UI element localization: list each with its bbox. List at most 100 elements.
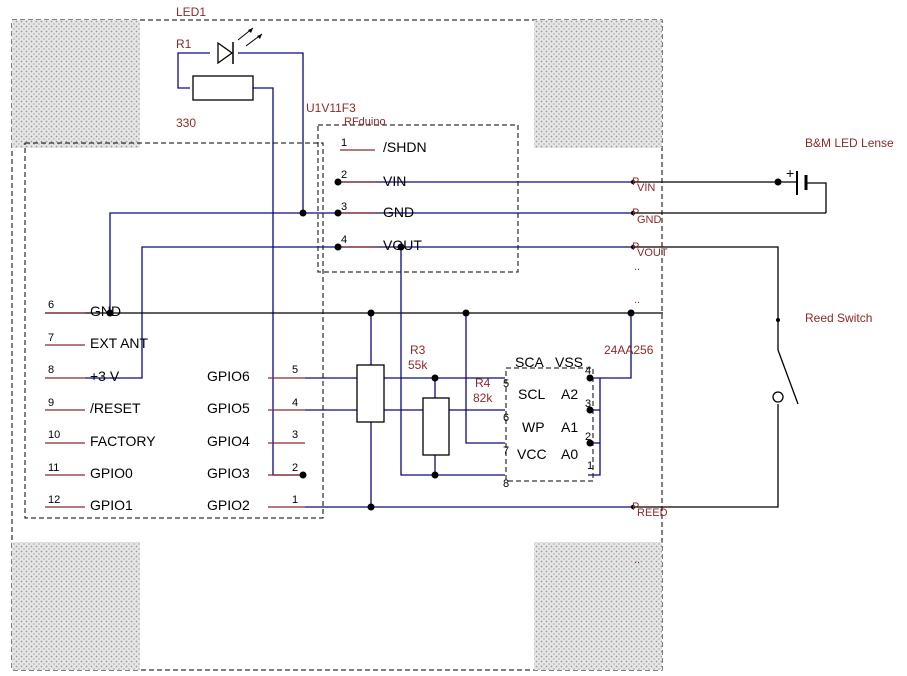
svg-text:11: 11 [48, 462, 59, 474]
svg-text:3: 3 [341, 201, 347, 213]
wire-vss-gnd [588, 313, 632, 379]
regulator-pin-lines [340, 149, 375, 248]
battery-label: B&M LED Lense [805, 136, 894, 150]
svg-text:P: P [632, 241, 639, 253]
wire-led-to-gnd [238, 52, 304, 213]
svg-text:2: 2 [341, 169, 347, 181]
regulator-pin-3: 3 GND [341, 201, 414, 220]
right-pin-1: GPIO2 1 [207, 494, 298, 513]
svg-text:EXT ANT: EXT ANT [90, 335, 149, 351]
reed-switch-symbol [772, 318, 799, 405]
connector-vout: P VOUT [632, 241, 668, 259]
svg-text:REED: REED [637, 507, 668, 519]
right-pin-2: GPIO3 2 [207, 462, 298, 481]
left-pin-lines [45, 312, 85, 508]
connector-reed: P REED [632, 501, 668, 519]
svg-text:GPIO0: GPIO0 [90, 465, 133, 481]
svg-text:1: 1 [587, 460, 593, 472]
led1-label: LED1 [176, 5, 206, 19]
svg-text:VOUT: VOUT [637, 247, 668, 259]
left-pin-6: 6 GND [48, 299, 121, 319]
svg-text:GPIO2: GPIO2 [207, 497, 250, 513]
svg-text:GND: GND [90, 303, 121, 319]
svg-text:GPIO3: GPIO3 [207, 465, 250, 481]
svg-text:A2: A2 [561, 386, 578, 402]
regulator-pin-2: 2 VIN [341, 169, 406, 189]
svg-text:GPIO6: GPIO6 [207, 368, 250, 384]
svg-text:1: 1 [292, 494, 298, 506]
svg-text:P: P [632, 207, 639, 219]
svg-text:10: 10 [48, 429, 60, 441]
svg-text:SCA: SCA [515, 354, 544, 370]
left-pin-11: 11 GPIO0 [48, 462, 133, 481]
connector-extras: .. .. .. [634, 261, 640, 566]
connector-gnd: P GND [632, 207, 662, 226]
svg-text:3: 3 [585, 398, 591, 410]
r1-symbol [192, 75, 254, 101]
svg-text:7: 7 [48, 332, 54, 344]
wire-gnd-bus [109, 212, 633, 313]
svg-text:..: .. [634, 294, 640, 306]
svg-text:/SHDN: /SHDN [383, 139, 427, 155]
svg-text:GND: GND [637, 214, 662, 226]
keepout-top-right [534, 20, 662, 148]
right-pin-lines [268, 377, 305, 508]
svg-text:VSS: VSS [555, 354, 583, 370]
r3-value: 55k [408, 358, 428, 372]
svg-text:A1: A1 [561, 419, 578, 435]
module-name: RFduino [344, 116, 386, 128]
r1-value: 330 [176, 116, 196, 130]
svg-text:..: .. [634, 261, 640, 273]
right-pin-3: GPIO4 3 [207, 429, 298, 449]
svg-text:SCL: SCL [518, 386, 545, 402]
svg-text:5: 5 [503, 378, 509, 390]
wire-vout-to-vcc [400, 247, 505, 476]
junction-dots [106, 178, 782, 511]
r3-label: R3 [410, 343, 426, 357]
r1-label: R1 [176, 37, 192, 51]
svg-text:7: 7 [503, 445, 509, 457]
connector-vin: P VIN [632, 176, 655, 194]
eeprom-outline [505, 367, 594, 482]
eeprom-labels: SCA SCL WP VCC VSS A2 A1 A0 [515, 354, 583, 462]
svg-text:GPIO4: GPIO4 [207, 433, 250, 449]
svg-text:A0: A0 [561, 446, 578, 462]
regulator-outline [317, 124, 519, 273]
svg-text:2: 2 [585, 431, 591, 443]
svg-text:4: 4 [341, 234, 347, 246]
right-pin-4: GPIO5 4 [207, 397, 298, 416]
left-pin-8: 8 +3 V [48, 364, 120, 384]
svg-text:6: 6 [503, 412, 509, 424]
r3-symbol [356, 364, 385, 423]
reed-switch-label: Reed Switch [805, 311, 872, 325]
svg-text:VIN: VIN [637, 182, 655, 194]
eeprom-label: 24AA256 [604, 343, 654, 357]
module-label: U1V11F3 [306, 101, 356, 115]
svg-text:6: 6 [48, 299, 54, 311]
r4-value: 82k [473, 391, 493, 405]
wire-wp-gnd [465, 313, 505, 444]
left-pin-9: 9 /RESET [48, 397, 141, 416]
svg-text:GPIO1: GPIO1 [90, 497, 133, 513]
svg-text:GND: GND [383, 204, 414, 220]
left-pin-10: 10 FACTORY [48, 429, 156, 449]
svg-text:VCC: VCC [517, 446, 547, 462]
regulator-pin-4: 4 VOUT [341, 234, 422, 253]
eeprom-pin-numbers: 5 6 7 8 4 3 2 1 [503, 365, 593, 490]
svg-text:4: 4 [292, 397, 298, 409]
left-pin-12: 12 GPIO1 [48, 494, 133, 513]
battery-plus: + [786, 165, 794, 181]
regulator-pin-1: 1 /SHDN [341, 137, 427, 155]
svg-text:GPIO5: GPIO5 [207, 400, 250, 416]
wire-r1-to-gpio3 [253, 87, 305, 476]
board-outline [11, 19, 663, 671]
svg-text:9: 9 [48, 397, 54, 409]
keepout-bottom-right [534, 542, 662, 670]
r4-label: R4 [475, 376, 491, 390]
wire-vout-to-reed [633, 246, 779, 318]
battery-symbol [796, 171, 808, 195]
svg-text:8: 8 [48, 364, 54, 376]
svg-text:VOUT: VOUT [383, 237, 422, 253]
rfduino-outline [24, 142, 324, 519]
svg-text:P: P [632, 501, 639, 513]
